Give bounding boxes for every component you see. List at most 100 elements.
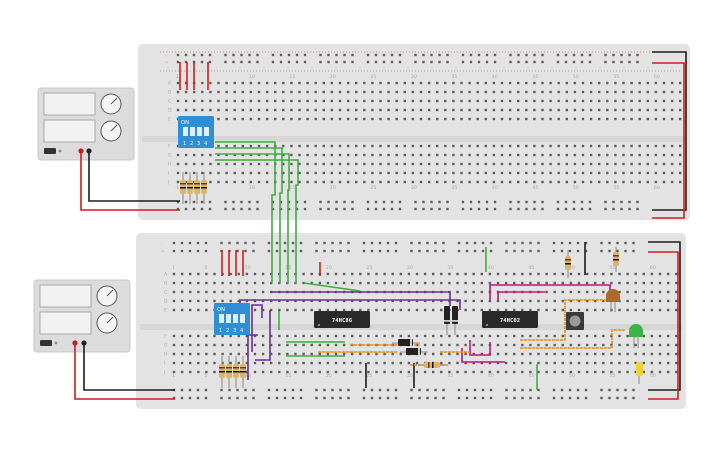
power-switch-icon[interactable] [40,340,52,346]
resistor-bank-bottom[interactable] [219,356,246,388]
column-number: 30 [407,373,413,379]
column-number: 5 [204,265,207,271]
column-number: 35 [451,185,457,191]
resistor[interactable] [219,356,225,388]
ic-74hc02[interactable]: 74HC02 [482,311,538,328]
led-yellow[interactable] [636,362,643,384]
column-number: 50 [573,74,579,80]
column-number: 40 [488,373,494,379]
resistor[interactable] [187,172,193,204]
svg-text:3: 3 [197,141,200,147]
resistor-single[interactable] [565,250,571,278]
column-number: 25 [366,373,372,379]
ic-74hc86[interactable]: 74HC86 [314,311,370,328]
resistor[interactable] [240,356,246,388]
svg-text:4: 4 [240,328,244,334]
diode[interactable] [392,339,420,346]
row-letter: G [168,153,172,159]
column-number: 50 [569,265,575,271]
power-supply-top[interactable] [37,87,135,161]
rail-sign: + [165,60,169,66]
diode[interactable] [400,348,428,355]
svg-text:ON: ON [181,120,189,126]
column-number: 20 [330,185,336,191]
column-number: 45 [532,185,538,191]
column-number: 30 [411,74,417,80]
rail-sign: - [161,242,163,247]
breadboard-bottom-center-channel [140,324,682,330]
svg-text:2: 2 [226,328,229,334]
breadboard-top-center-channel [142,136,686,142]
wires-green[interactable] [215,141,538,390]
column-number: 50 [573,185,579,191]
row-letter: E [164,308,167,314]
rail-sign: - [165,54,167,59]
column-number: 15 [285,373,291,379]
diode-vertical[interactable] [444,306,458,335]
wires-orange[interactable] [318,299,626,366]
column-number: 20 [326,265,332,271]
resistor[interactable] [194,172,200,204]
row-letter: F [164,334,167,340]
led-green[interactable] [629,324,643,348]
resistor[interactable] [226,356,232,388]
breadboard-bottom-labels: ABCDEFGHIJ115510101515202025253030353540… [161,242,656,379]
resistor-horizontal[interactable] [418,362,446,368]
column-number: 60 [650,373,656,379]
column-number: 50 [569,373,575,379]
column-number: 60 [654,185,660,191]
column-number: 45 [532,74,538,80]
breadboard-top-holes [176,53,682,211]
column-number: 60 [654,74,660,80]
column-number: 20 [326,373,332,379]
wires-power[interactable] [74,51,687,400]
row-letter: I [164,361,165,367]
column-number: 25 [370,185,376,191]
resistor[interactable] [180,172,186,204]
breadboard-top: ABCDEFGHIJ111010151520202525303035354040… [138,44,690,220]
dip-switch-top[interactable]: ON 1 2 3 4 [178,116,214,148]
breadboard-top-labels: ABCDEFGHIJ111010151520202525303035354040… [165,54,660,191]
resistor-single[interactable] [613,247,619,272]
pushbutton[interactable] [566,312,584,330]
display-panel-icon [39,284,92,308]
row-letter: A [164,272,168,278]
rail-sign: + [161,249,165,255]
power-supply-bottom[interactable] [33,279,131,353]
column-number: 55 [613,74,619,80]
column-number: 25 [366,265,372,271]
column-number: 1 [172,373,175,379]
column-number: 55 [613,185,619,191]
svg-text:4: 4 [204,141,208,147]
column-number: 40 [492,74,498,80]
column-number: 15 [289,74,295,80]
column-number: 1 [176,74,179,80]
svg-text:ON: ON [217,307,225,313]
column-number: 35 [447,265,453,271]
row-letter: G [164,343,168,349]
resistor[interactable] [201,172,207,204]
power-switch-icon[interactable] [44,148,56,154]
dip-switch-bottom[interactable]: ON 1 2 3 4 [214,303,250,335]
row-letter: C [168,99,171,105]
led-orange[interactable] [606,289,620,312]
row-letter: D [164,299,168,305]
resistor-bank-top[interactable] [180,172,207,204]
breadboard-top-body [138,44,690,220]
resistor[interactable] [233,356,239,388]
column-number: 45 [528,265,534,271]
row-letter: H [164,352,167,358]
svg-text:1: 1 [183,141,186,147]
column-number: 5 [204,373,207,379]
breadboard-bottom-body [136,233,686,409]
ic-right-label: 74HC02 [500,318,520,324]
ic-left-label: 74HC86 [332,318,353,324]
row-letter: F [168,144,171,150]
row-letter: B [168,90,171,96]
column-number: 55 [609,265,615,271]
column-number: 25 [370,74,376,80]
column-number: 20 [330,74,336,80]
display-panel-icon [43,92,96,116]
row-letter: I [168,171,169,177]
